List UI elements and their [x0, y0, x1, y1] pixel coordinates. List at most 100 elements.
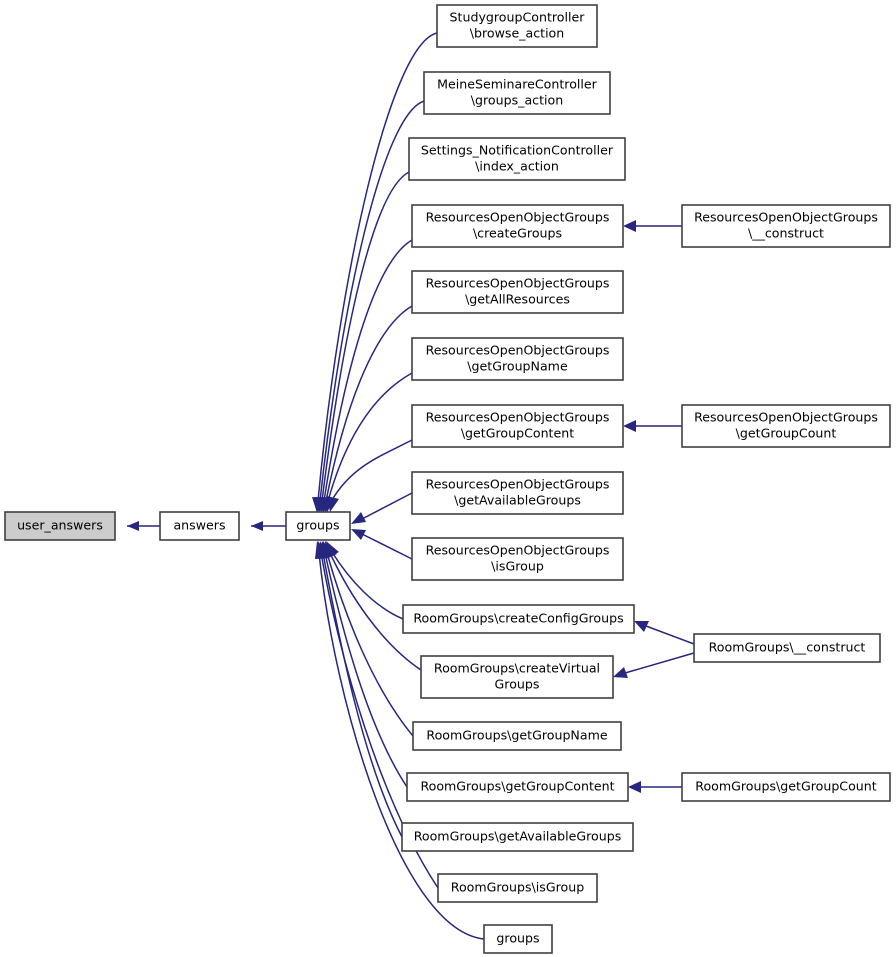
node-box[interactable] — [437, 873, 598, 903]
node-box[interactable] — [681, 404, 891, 448]
node-box[interactable] — [423, 71, 611, 115]
node-label: ResourcesOpenObjectGroups — [426, 343, 610, 358]
node-label: Settings_NotificationController — [421, 143, 614, 158]
edge-line — [322, 552, 403, 838]
node-label: \browse_action — [470, 26, 565, 41]
edge-line — [325, 305, 413, 502]
node-box[interactable] — [408, 137, 626, 181]
edge-line — [318, 552, 485, 940]
node-label: groups — [496, 931, 539, 946]
node-box[interactable] — [285, 511, 351, 541]
node-label: \getGroupName — [467, 359, 568, 374]
edge-line — [326, 552, 414, 737]
node-box[interactable] — [411, 270, 624, 314]
graph-node-groups[interactable]: groups — [285, 511, 351, 541]
edge-line — [317, 32, 438, 502]
node-label: ResourcesOpenObjectGroups — [426, 210, 610, 225]
edge-arrowhead-icon — [623, 220, 636, 232]
graph-node-roog_getavailablegroups[interactable]: ResourcesOpenObjectGroups\getAvailableGr… — [411, 471, 624, 515]
graph-node-meineseminare_groups[interactable]: MeineSeminareController\groups_action — [423, 71, 611, 115]
node-box[interactable] — [402, 604, 635, 634]
call-edge — [351, 529, 413, 560]
graph-node-rg_construct[interactable]: RoomGroups\__construct — [693, 633, 881, 663]
node-box[interactable] — [411, 537, 624, 581]
node-box[interactable] — [693, 633, 881, 663]
graph-node-rg_createconfiggroups[interactable]: RoomGroups\createConfigGroups — [402, 604, 635, 634]
node-box[interactable] — [406, 772, 629, 802]
node-label: RoomGroups\isGroup — [451, 880, 584, 895]
graph-node-roog_getgroupcontent[interactable]: ResourcesOpenObjectGroups\getGroupConten… — [411, 404, 624, 448]
call-edge — [351, 492, 413, 524]
graph-node-rg_isgroup[interactable]: RoomGroups\isGroup — [437, 873, 598, 903]
graph-node-roog_getgroupname[interactable]: ResourcesOpenObjectGroups\getGroupName — [411, 337, 624, 381]
node-label: RoomGroups\getGroupName — [426, 728, 607, 743]
node-box[interactable] — [681, 204, 891, 248]
node-box[interactable] — [412, 721, 622, 751]
node-box[interactable] — [483, 924, 553, 954]
graph-node-rg_getavailablegroups[interactable]: RoomGroups\getAvailableGroups — [401, 822, 634, 852]
node-label: \getAllResources — [465, 292, 570, 307]
edge-arrowhead-icon — [127, 521, 139, 531]
graph-node-roog_construct[interactable]: ResourcesOpenObjectGroups\__construct — [681, 204, 891, 248]
node-label: ResourcesOpenObjectGroups — [694, 410, 878, 425]
edge-line — [624, 652, 695, 674]
node-label: RoomGroups\__construct — [709, 640, 866, 655]
edge-line — [361, 492, 413, 520]
node-label: ResourcesOpenObjectGroups — [426, 276, 610, 291]
graph-node-user_answers[interactable]: user_answers — [4, 511, 116, 541]
edge-line — [329, 552, 422, 671]
node-box[interactable] — [411, 337, 624, 381]
node-box[interactable] — [411, 204, 624, 248]
node-box[interactable] — [4, 511, 116, 541]
node-label: RoomGroups\getGroupContent — [420, 779, 614, 794]
node-label: \getAvailableGroups — [454, 493, 581, 508]
node-label: \__construct — [748, 226, 824, 241]
graph-node-roog_getallresources[interactable]: ResourcesOpenObjectGroups\getAllResource… — [411, 270, 624, 314]
node-label: \groups_action — [471, 93, 563, 108]
edge-line — [324, 552, 408, 788]
edge-line — [323, 239, 413, 502]
node-label: Groups — [495, 677, 540, 692]
edge-line — [331, 439, 413, 501]
node-box[interactable] — [159, 511, 240, 541]
edge-line — [645, 625, 695, 645]
graph-node-settings_notification_index[interactable]: Settings_NotificationController\index_ac… — [408, 137, 626, 181]
call-edge — [634, 621, 695, 645]
call-edge — [327, 439, 413, 512]
edge-line — [319, 100, 425, 502]
node-box[interactable] — [411, 471, 624, 515]
node-box[interactable] — [411, 404, 624, 448]
call-edge — [127, 521, 160, 531]
node-box[interactable] — [420, 655, 614, 699]
call-edge — [315, 541, 485, 940]
edge-arrowhead-icon — [327, 496, 339, 512]
node-label: ResourcesOpenObjectGroups — [694, 210, 878, 225]
graph-node-rg_getgroupname[interactable]: RoomGroups\getGroupName — [412, 721, 622, 751]
node-box[interactable] — [436, 4, 598, 48]
node-label: ResourcesOpenObjectGroups — [426, 543, 610, 558]
graph-node-groups_leaf[interactable]: groups — [483, 924, 553, 954]
call-edge — [613, 652, 695, 678]
graph-node-roog_getgroupcount[interactable]: ResourcesOpenObjectGroups\getGroupCount — [681, 404, 891, 448]
node-label: \isGroup — [491, 559, 544, 574]
edge-arrowhead-icon — [315, 541, 327, 559]
graph-node-roog_creategroups[interactable]: ResourcesOpenObjectGroups\createGroups — [411, 204, 624, 248]
graph-node-rg_getgroupcontent[interactable]: RoomGroups\getGroupContent — [406, 772, 629, 802]
graph-node-rg_getgroupcount[interactable]: RoomGroups\getGroupCount — [681, 772, 891, 802]
node-box[interactable] — [681, 772, 891, 802]
edge-arrowhead-icon — [351, 512, 366, 524]
node-label: answers — [173, 518, 225, 533]
graph-node-roog_isgroup[interactable]: ResourcesOpenObjectGroups\isGroup — [411, 537, 624, 581]
node-label: RoomGroups\getAvailableGroups — [414, 829, 622, 844]
graph-node-studygroup_browse[interactable]: StudygroupController\browse_action — [436, 4, 598, 48]
edge-arrowhead-icon — [634, 621, 649, 632]
node-label: RoomGroups\createVirtual — [434, 661, 600, 676]
node-box[interactable] — [401, 822, 634, 852]
node-label: ResourcesOpenObjectGroups — [426, 410, 610, 425]
edge-line — [361, 533, 413, 560]
node-label: user_answers — [17, 518, 103, 533]
graph-node-answers[interactable]: answers — [159, 511, 240, 541]
node-label: MeineSeminareController — [437, 77, 597, 92]
